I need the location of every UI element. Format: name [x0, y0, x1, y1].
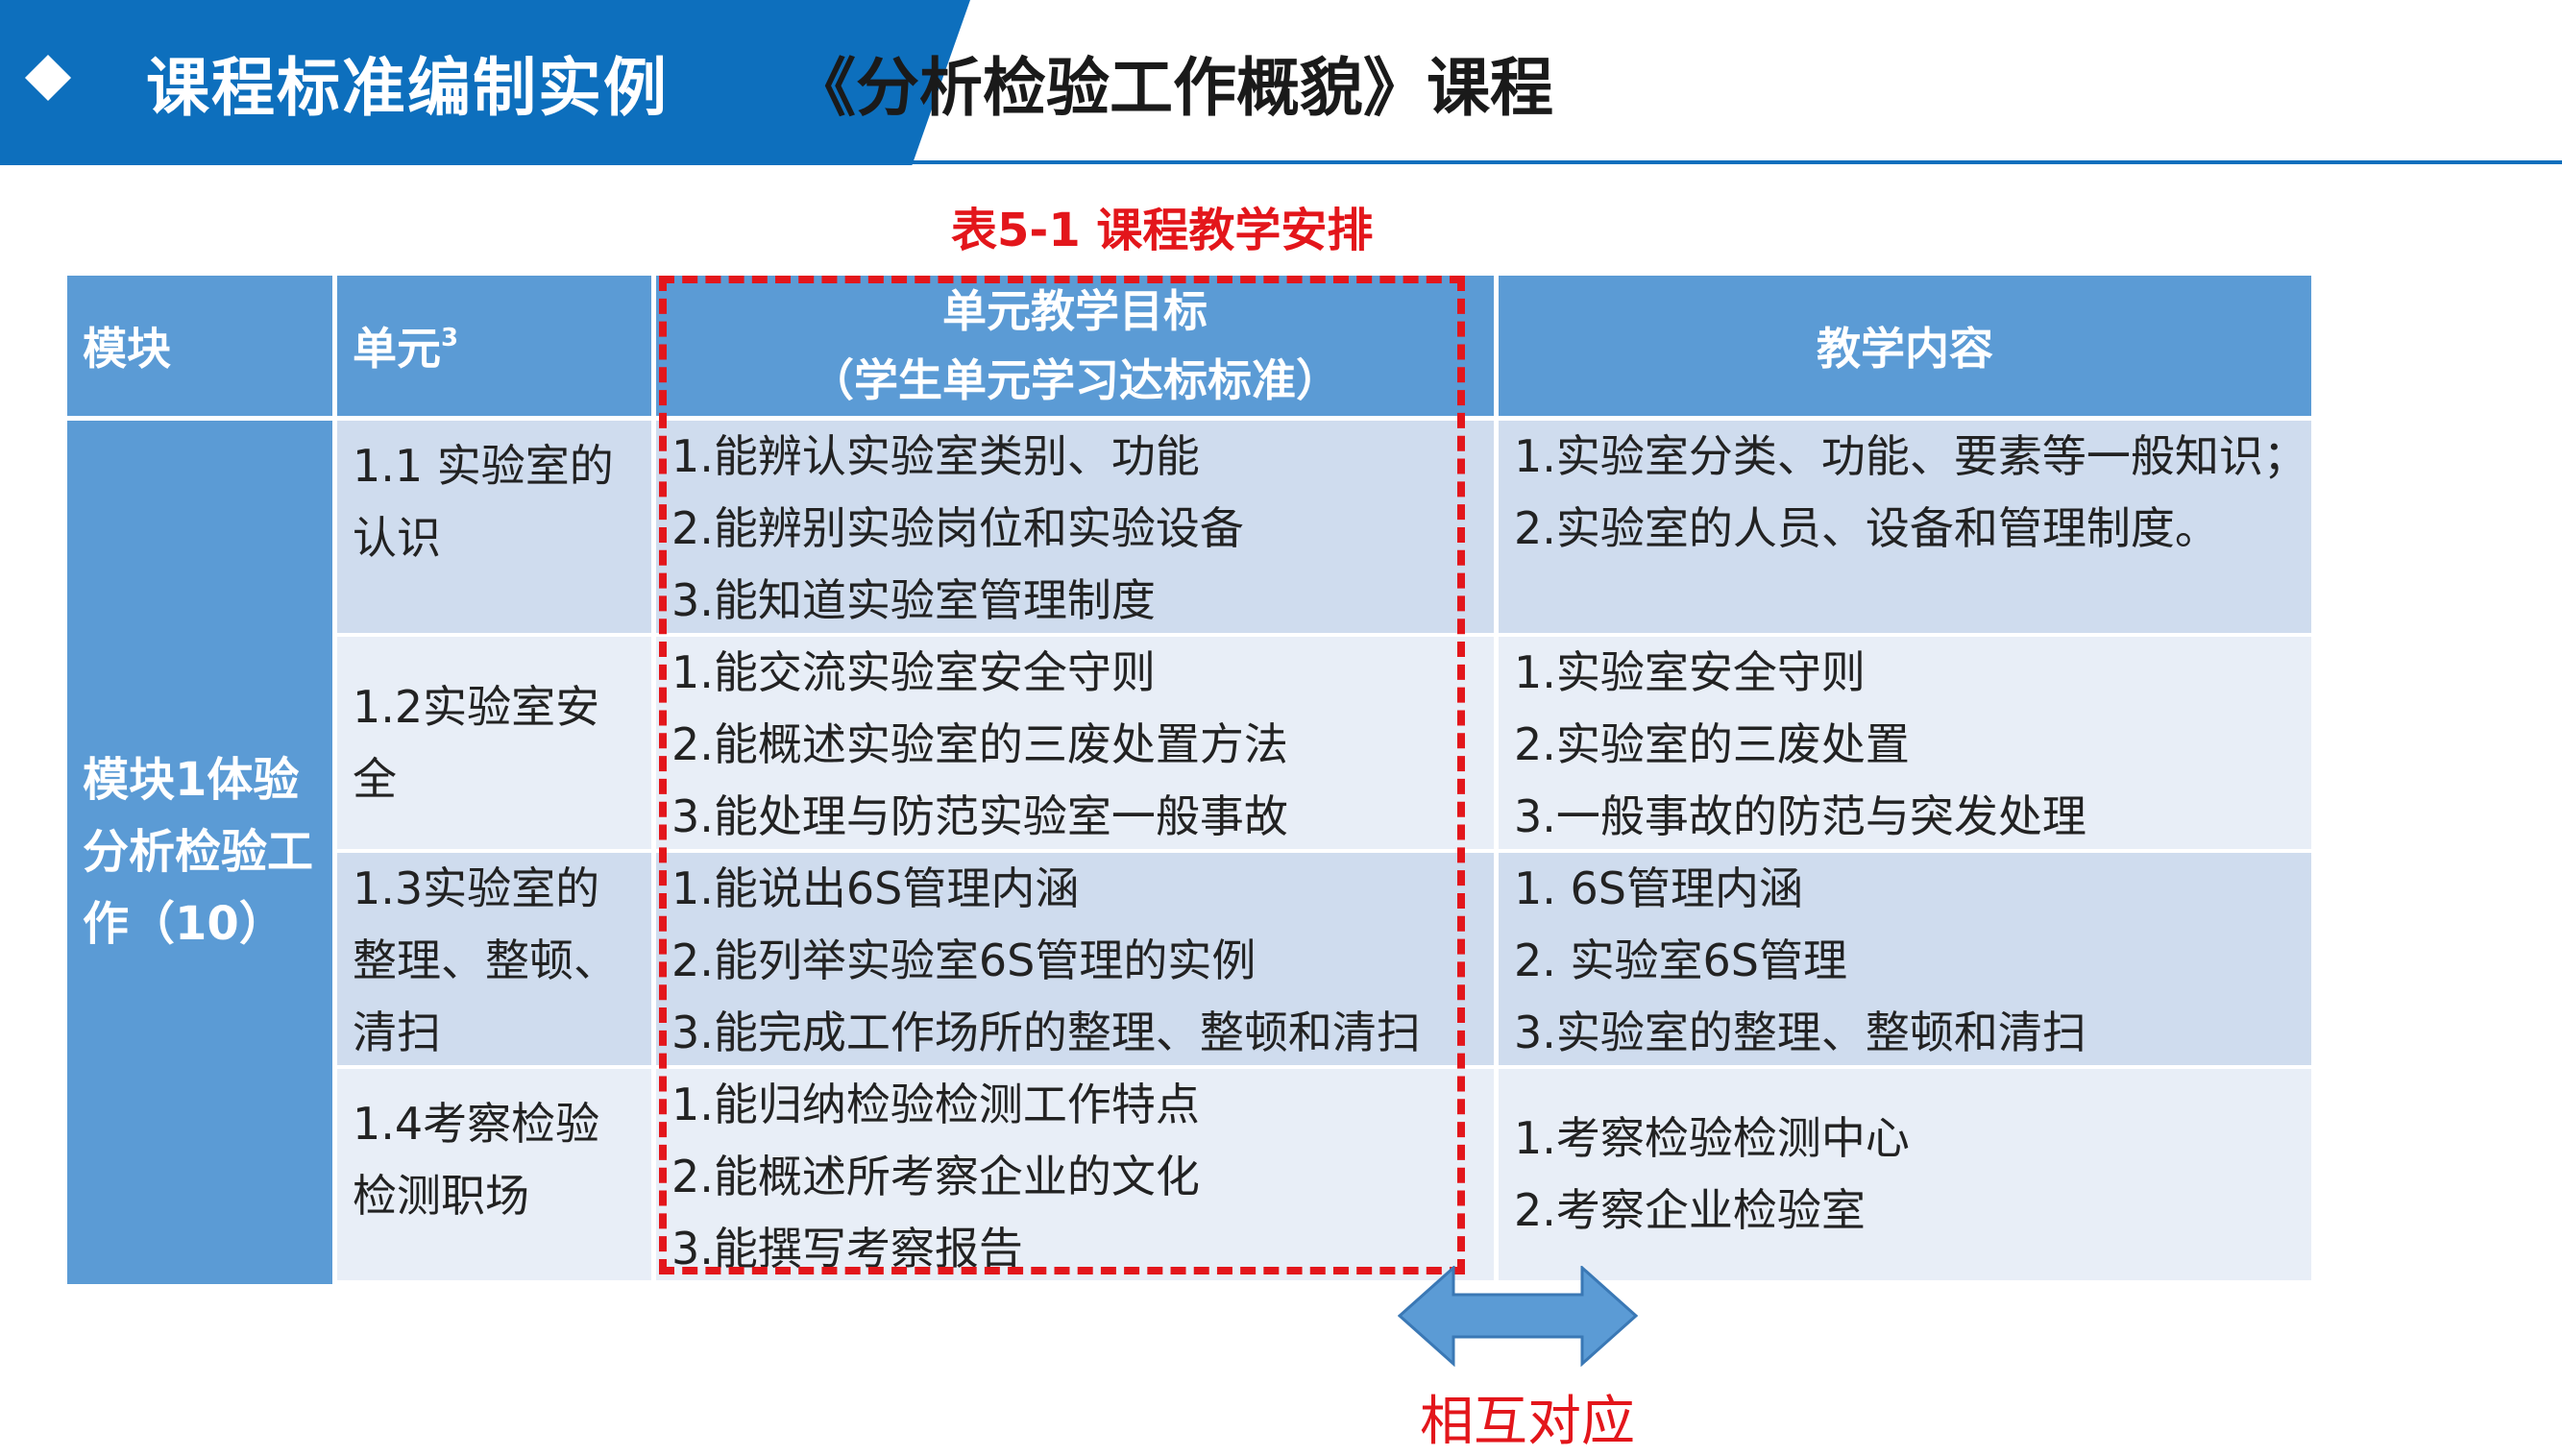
module-cell: 模块1体验分析检验工作（10） [67, 421, 337, 1284]
unit-cell-1: 1.1 实验室的认识 [337, 421, 656, 637]
unit-cell-4: 1.4考察检验检测职场 [337, 1069, 656, 1284]
content-item: 2. 实验室6S管理 [1514, 934, 1847, 986]
goal-item: 1.能归纳检验检测工作特点 [671, 1079, 1200, 1130]
header-unit-footnote: 3 [441, 324, 459, 352]
header-content-label: 教学内容 [1817, 323, 1993, 375]
content-item: 1. 6S管理内涵 [1514, 862, 1803, 914]
content-cell-4: 1.考察检验检测中心 2.考察企业检验室 [1499, 1069, 2311, 1284]
goal-item: 3.能处理与防范实验室一般事故 [671, 790, 1288, 842]
double-arrow-icon [1398, 1266, 1638, 1367]
header-module-label: 模块 [83, 323, 171, 375]
header-content: 教学内容 [1499, 276, 2311, 421]
content-item: 1.实验室分类、功能、要素等一般知识； [1514, 430, 2307, 482]
content-item: 1.考察检验检测中心 [1514, 1112, 1910, 1164]
content-item: 2.考察企业检验室 [1514, 1184, 1866, 1236]
unit-label: 1.4考察检验检测职场 [353, 1098, 600, 1222]
content-item: 3.一般事故的防范与突发处理 [1514, 790, 2086, 842]
header-goal: 单元教学目标 （学生单元学习达标标准） [656, 276, 1499, 421]
goal-item: 1.能辨认实验室类别、功能 [671, 430, 1200, 482]
unit-label: 1.3实验室的整理、整顿、清扫 [353, 862, 618, 1058]
unit-cell-3: 1.3实验室的整理、整顿、清扫 [337, 853, 656, 1069]
unit-label: 1.1 实验室的认识 [353, 440, 614, 564]
course-title: 《分析检验工作概貌》课程 [793, 51, 1553, 125]
content-item: 2.实验室的人员、设备和管理制度。 [1514, 502, 2219, 554]
goal-cell-4: 1.能归纳检验检测工作特点 2.能概述所考察企业的文化 3.能撰写考察报告 [656, 1069, 1499, 1284]
goal-item: 3.能知道实验室管理制度 [671, 574, 1156, 626]
goal-item: 2.能列举实验室6S管理的实例 [671, 934, 1257, 986]
goal-item: 1.能说出6S管理内涵 [671, 862, 1080, 914]
page-title: 课程标准编制实例 [146, 51, 669, 125]
goal-cell-1: 1.能辨认实验室类别、功能 2.能辨别实验岗位和实验设备 3.能知道实验室管理制… [656, 421, 1499, 637]
goal-item: 1.能交流实验室安全守则 [671, 646, 1156, 698]
header-band [0, 0, 970, 165]
content-item: 1.实验室安全守则 [1514, 646, 1866, 698]
table-caption: 表5-1 课程教学安排 [951, 204, 1374, 257]
goal-item: 3.能完成工作场所的整理、整顿和清扫 [671, 1007, 1421, 1058]
content-item: 3.实验室的整理、整顿和清扫 [1514, 1007, 2086, 1058]
header-unit-label: 单元 [353, 323, 441, 375]
module-name: 模块1体验分析检验工作（10） [83, 753, 314, 951]
content-cell-1: 1.实验室分类、功能、要素等一般知识； 2.实验室的人员、设备和管理制度。 [1499, 421, 2311, 637]
goal-item: 2.能概述实验室的三废处置方法 [671, 718, 1288, 770]
goal-cell-3: 1.能说出6S管理内涵 2.能列举实验室6S管理的实例 3.能完成工作场所的整理… [656, 853, 1499, 1069]
header-underline [903, 160, 2562, 164]
content-item: 2.实验室的三废处置 [1514, 718, 1910, 770]
header-goal-line1: 单元教学目标 [942, 285, 1208, 337]
goal-item: 3.能撰写考察报告 [671, 1223, 1023, 1274]
correspondence-label: 相互对应 [1420, 1391, 1635, 1453]
unit-label: 1.2实验室安全 [353, 680, 600, 805]
header-module: 模块 [67, 276, 337, 421]
content-cell-3: 1. 6S管理内涵 2. 实验室6S管理 3.实验室的整理、整顿和清扫 [1499, 853, 2311, 1069]
header-goal-line2: （学生单元学习达标标准） [810, 354, 1340, 406]
goal-item: 2.能辨别实验岗位和实验设备 [671, 502, 1244, 554]
unit-cell-2: 1.2实验室安全 [337, 637, 656, 853]
content-cell-2: 1.实验室安全守则 2.实验室的三废处置 3.一般事故的防范与突发处理 [1499, 637, 2311, 853]
goal-item: 2.能概述所考察企业的文化 [671, 1151, 1200, 1202]
goal-cell-2: 1.能交流实验室安全守则 2.能概述实验室的三废处置方法 3.能处理与防范实验室… [656, 637, 1499, 853]
